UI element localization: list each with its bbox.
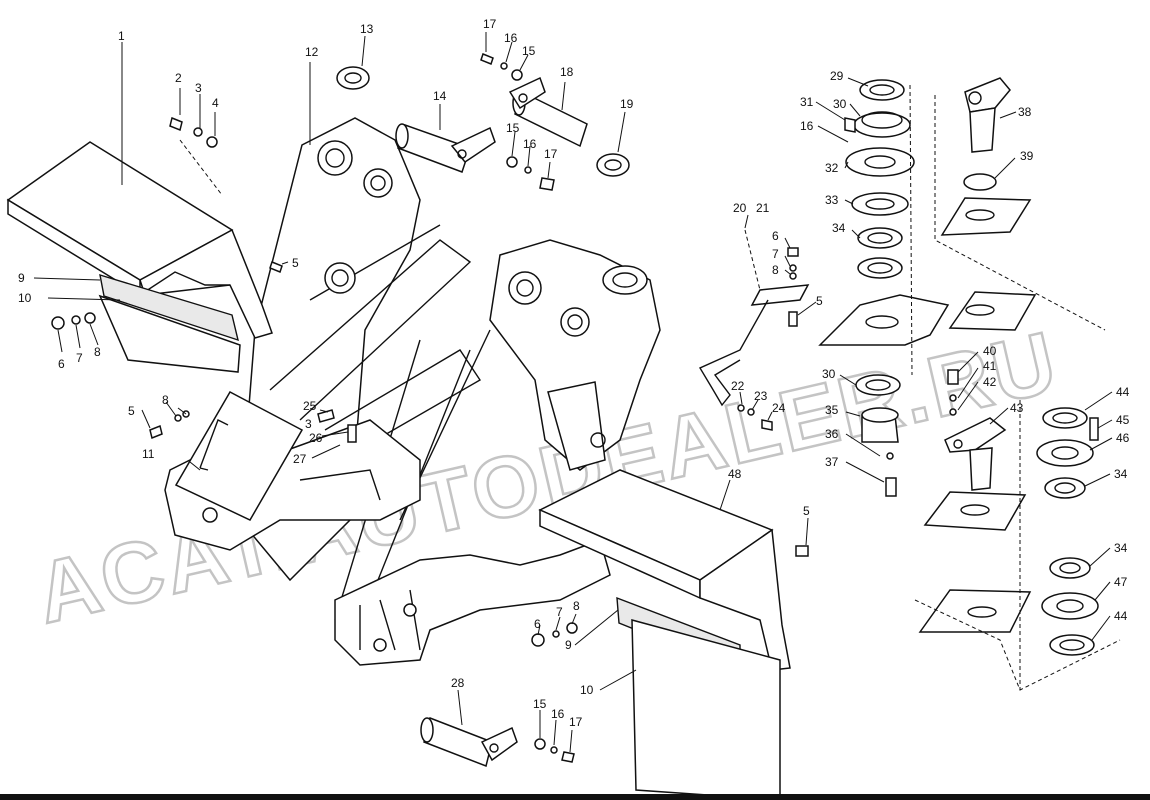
callout-8: 8 — [772, 263, 779, 277]
callout-17: 17 — [569, 715, 583, 729]
callout-5: 5 — [128, 404, 135, 418]
right-fender — [538, 469, 791, 671]
mount-plate-right — [940, 197, 1037, 331]
cover-plate — [174, 391, 304, 521]
bracket-20-21 — [698, 284, 810, 407]
callout-31: 31 — [800, 95, 814, 109]
callout-30: 30 — [822, 367, 836, 381]
callout-19: 19 — [620, 97, 634, 111]
callout-43: 43 — [1010, 401, 1024, 415]
callout-34: 34 — [832, 221, 846, 235]
kingpin-38 — [963, 77, 1011, 191]
right-mud-flap — [616, 596, 781, 800]
pin-14 — [395, 123, 496, 173]
callout-34: 34 — [1114, 467, 1128, 481]
small-hardware — [51, 53, 809, 763]
callout-44: 44 — [1114, 609, 1128, 623]
callout-7: 7 — [772, 247, 779, 261]
callout-36: 36 — [825, 427, 839, 441]
callout-22: 22 — [731, 379, 745, 393]
callout-14: 14 — [433, 89, 447, 103]
callout-45: 45 — [1116, 413, 1130, 427]
callout-16: 16 — [551, 707, 565, 721]
washer-13 — [336, 66, 370, 90]
main-frame — [164, 117, 661, 666]
callout-17: 17 — [483, 17, 497, 31]
callout-6: 6 — [58, 357, 65, 371]
callout-33: 33 — [825, 193, 839, 207]
callout-35: 35 — [825, 403, 839, 417]
callout-15: 15 — [533, 697, 547, 711]
callout-17: 17 — [544, 147, 558, 161]
callout-46: 46 — [1116, 431, 1130, 445]
callout-10: 10 — [18, 291, 32, 305]
callout-9: 9 — [565, 638, 572, 652]
callout-21: 21 — [756, 201, 770, 215]
callout-44: 44 — [1116, 385, 1130, 399]
callout-3: 3 — [195, 81, 202, 95]
callout-15: 15 — [522, 44, 536, 58]
callout-5: 5 — [292, 256, 299, 270]
callout-24: 24 — [772, 401, 786, 415]
callout-1: 1 — [118, 29, 125, 43]
assembly-lines — [179, 84, 1121, 691]
callout-8: 8 — [94, 345, 101, 359]
washer-19 — [596, 153, 630, 177]
callout-6: 6 — [772, 229, 779, 243]
callout-39: 39 — [1020, 149, 1034, 163]
callout-47: 47 — [1114, 575, 1128, 589]
callout-3: 3 — [305, 417, 312, 431]
leader-lines — [33, 32, 1113, 753]
bearing-stack-c — [1036, 407, 1099, 656]
kingpin-43 — [944, 369, 1007, 491]
left-mud-flap — [98, 273, 241, 373]
callout-41: 41 — [983, 359, 997, 373]
callout-30: 30 — [833, 97, 847, 111]
callout-28: 28 — [451, 676, 465, 690]
callout-34: 34 — [1114, 541, 1128, 555]
callout-6: 6 — [534, 617, 541, 631]
callout-16: 16 — [504, 31, 518, 45]
bearing-stack-a — [844, 79, 915, 279]
callout-5: 5 — [803, 504, 810, 518]
callout-32: 32 — [825, 161, 839, 175]
callout-8: 8 — [573, 599, 580, 613]
mount-plate-upper — [818, 294, 950, 346]
callout-10: 10 — [580, 683, 594, 697]
mount-plate-lower — [918, 491, 1032, 633]
callout-16: 16 — [523, 137, 537, 151]
callout-38: 38 — [1018, 105, 1032, 119]
callout-2: 2 — [175, 71, 182, 85]
callout-5: 5 — [816, 294, 823, 308]
callout-37: 37 — [825, 455, 839, 469]
callout-26: 26 — [309, 431, 323, 445]
callout-12: 12 — [305, 45, 319, 59]
bottom-border — [0, 794, 1150, 800]
callout-23: 23 — [754, 389, 768, 403]
callout-42: 42 — [983, 375, 997, 389]
callout-13: 13 — [360, 22, 374, 36]
left-fender — [6, 141, 273, 339]
callout-9: 9 — [18, 271, 25, 285]
callout-20: 20 — [733, 201, 747, 215]
callout-7: 7 — [556, 605, 563, 619]
callout-4: 4 — [212, 96, 219, 110]
callout-8: 8 — [162, 393, 169, 407]
pin-18 — [508, 76, 588, 148]
pin-28 — [420, 716, 518, 768]
callout-15: 15 — [506, 121, 520, 135]
callout-labels: 1 2 3 4 5 5 5 5 6 7 8 9 10 11 12 13 14 1… — [18, 17, 1130, 729]
callout-16: 16 — [800, 119, 814, 133]
callout-11: 11 — [142, 447, 155, 461]
callout-29: 29 — [830, 69, 844, 83]
callout-7: 7 — [76, 351, 83, 365]
callout-48: 48 — [728, 467, 742, 481]
callout-18: 18 — [560, 65, 574, 79]
callout-27: 27 — [293, 452, 307, 466]
bearing-stack-b — [855, 374, 901, 497]
callout-40: 40 — [983, 344, 997, 358]
callout-25: 25 — [303, 399, 317, 413]
